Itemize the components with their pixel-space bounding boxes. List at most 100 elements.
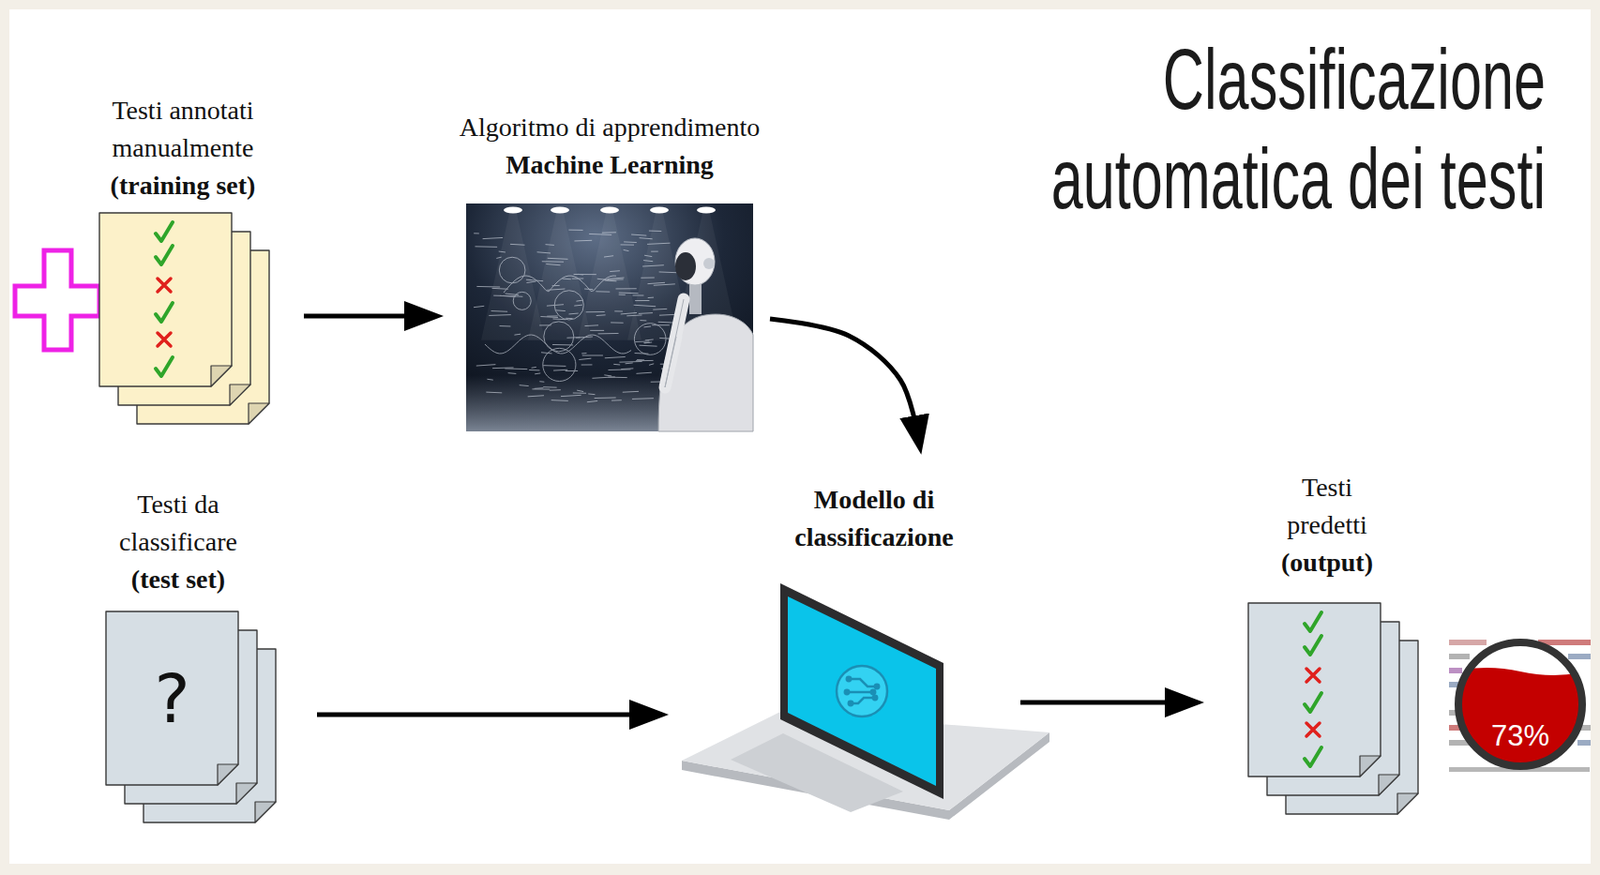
scribble	[496, 256, 501, 258]
scribble	[634, 300, 650, 302]
scribble	[623, 241, 637, 243]
scribble	[528, 395, 544, 397]
diagram-node: 73%	[1453, 637, 1587, 771]
scribble-circle	[513, 291, 531, 310]
chip-dot	[848, 701, 853, 706]
flow-arrow	[1020, 700, 1185, 706]
scribble	[594, 396, 617, 399]
code-bar	[1568, 653, 1591, 660]
question-mark: ?	[105, 611, 239, 785]
scribble	[534, 387, 544, 390]
laptop-screen	[787, 596, 936, 786]
spotlight	[649, 207, 669, 214]
node-subheading: (training set)	[110, 166, 257, 205]
photo-background	[466, 203, 754, 432]
page-fold	[255, 801, 276, 823]
scribble	[483, 237, 504, 239]
scribble	[498, 251, 506, 254]
code-bar	[1449, 639, 1487, 646]
diagram-node: Algoritmo di apprendimentoMachine Learni…	[422, 108, 798, 432]
cross-mark	[1306, 668, 1320, 682]
scribble	[644, 255, 652, 257]
scribble	[573, 304, 583, 307]
scribble	[638, 312, 653, 315]
scribble	[551, 399, 569, 402]
check-mark	[155, 357, 173, 377]
scribble	[650, 251, 659, 253]
scribble	[575, 300, 583, 302]
chip-dot	[875, 684, 879, 689]
diagram-node: Testi predetti(output)	[1228, 468, 1426, 816]
code-bar	[1449, 667, 1463, 674]
cross-mark	[157, 278, 171, 292]
spotlight	[600, 207, 619, 214]
scribble	[555, 309, 565, 312]
scribble	[475, 245, 499, 248]
scribble	[492, 366, 514, 369]
scribble	[531, 366, 537, 369]
page-sheet	[1248, 603, 1381, 777]
scribble	[526, 281, 536, 283]
scribble	[504, 367, 528, 370]
scribble	[582, 354, 604, 356]
robot-neck	[689, 282, 702, 315]
node-subheading: (output)	[1281, 543, 1374, 582]
ml-illustration	[466, 203, 754, 432]
scribble	[649, 230, 662, 232]
scribble	[647, 282, 665, 284]
scribble	[508, 372, 517, 375]
scribble	[502, 295, 523, 298]
check-mark	[1304, 747, 1322, 767]
scribble	[486, 378, 493, 381]
scribble	[633, 294, 645, 296]
robot-face	[675, 252, 696, 281]
scribble	[543, 386, 557, 388]
document-stack	[1247, 602, 1420, 816]
scribble	[644, 341, 652, 344]
scribble	[581, 352, 587, 354]
scribble	[645, 338, 654, 341]
scribble	[653, 284, 676, 286]
scribble	[598, 332, 619, 334]
node-subheading: Machine Learning	[505, 146, 714, 184]
scribble	[531, 388, 550, 390]
scribble	[587, 400, 598, 402]
page-outline	[105, 611, 239, 785]
scribble	[542, 260, 564, 262]
plus-symbol	[15, 250, 100, 350]
scribble	[607, 377, 627, 379]
diagram-node: Modello di classificazione	[681, 481, 1067, 822]
flow-arrow	[316, 712, 650, 718]
scribble	[584, 324, 599, 327]
scribble	[578, 358, 591, 360]
scribble	[618, 361, 642, 363]
scribble	[573, 273, 597, 275]
flow-arrow	[303, 314, 424, 319]
scribble	[611, 399, 622, 401]
scribble-circle	[633, 323, 666, 356]
scribble	[560, 394, 582, 396]
cross-mark	[157, 332, 171, 347]
code-bar	[1577, 739, 1591, 746]
scribble	[643, 260, 653, 262]
scribble	[526, 279, 544, 281]
scribble-circle	[543, 321, 574, 352]
scribble	[588, 392, 595, 395]
scribble	[615, 287, 636, 289]
scribble	[510, 243, 525, 246]
gauge-fill	[1453, 667, 1587, 771]
scribble	[492, 287, 509, 290]
page-fold	[1378, 774, 1400, 796]
heading-group: Algoritmo di apprendimentoMachine Learni…	[422, 108, 798, 184]
check-mark	[155, 222, 173, 242]
scribble	[639, 238, 653, 240]
scribble	[659, 271, 679, 273]
scribble	[626, 314, 642, 317]
scribble	[639, 319, 647, 321]
heading-group: Testi annotati manualmente(training set)	[89, 91, 277, 205]
page-outline	[1248, 603, 1381, 777]
page-fold	[1359, 755, 1381, 777]
scribble	[635, 372, 651, 374]
page-fold	[236, 783, 257, 804]
